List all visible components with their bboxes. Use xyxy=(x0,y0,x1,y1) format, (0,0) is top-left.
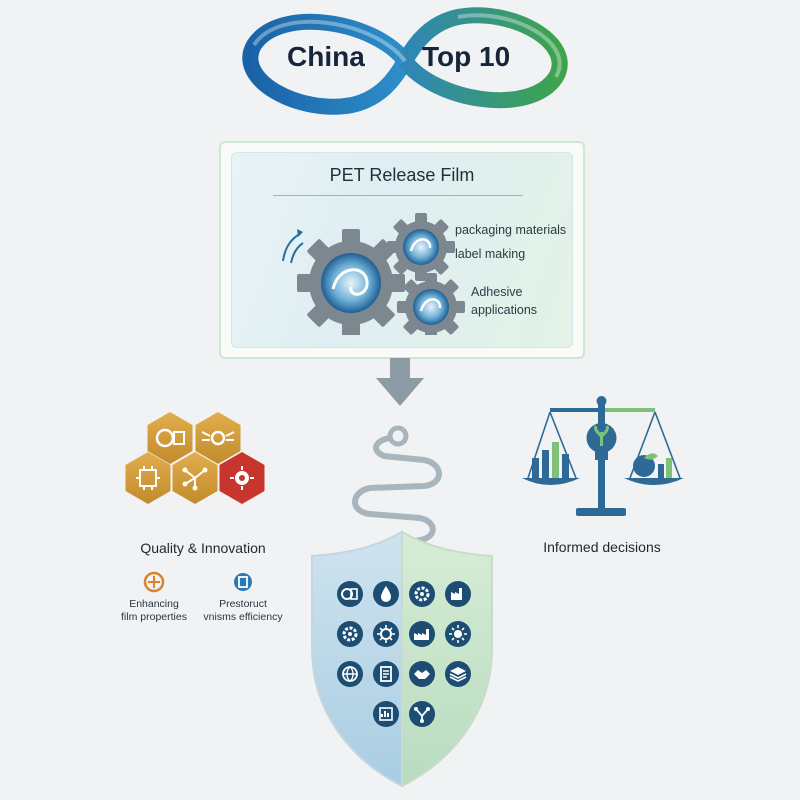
droplet-icon xyxy=(372,580,400,613)
sub-item-1-line1: Enhancing xyxy=(129,598,179,610)
layers-icon xyxy=(444,660,472,693)
circuit-icon xyxy=(125,452,171,504)
chart-icon xyxy=(372,700,400,733)
panel-title: PET Release Film xyxy=(329,165,475,185)
logo: China Top 10 xyxy=(240,5,570,117)
infinity-logo-icon xyxy=(242,7,568,115)
down-arrow-icon xyxy=(376,358,424,406)
globe-icon xyxy=(336,660,364,693)
hexagon-cluster xyxy=(125,412,265,504)
factory-icon xyxy=(444,580,472,613)
panel-item-label: label making xyxy=(455,247,526,261)
flow-line-icon xyxy=(352,425,442,560)
winged-gear-icon xyxy=(195,412,241,464)
gear-icon xyxy=(336,620,364,653)
quality-innovation-title: Quality & Innovation xyxy=(140,540,266,556)
factory-icon xyxy=(408,620,436,653)
document-icon xyxy=(372,660,400,693)
balance-scale-icon xyxy=(522,396,684,516)
sun-gear-icon xyxy=(372,620,400,653)
panel-item-adhesive: Adhesive xyxy=(471,285,523,299)
virus-icon xyxy=(219,452,265,504)
film-roll-icon xyxy=(336,580,364,613)
handshake-icon xyxy=(408,660,436,693)
logo-left-word: China xyxy=(287,41,365,72)
gear-icon xyxy=(408,580,436,613)
gear-badge-icon xyxy=(143,571,165,593)
process-icon xyxy=(234,573,252,591)
product-panel: PET Release Film xyxy=(219,141,585,359)
network-icon xyxy=(408,700,436,733)
sun-icon xyxy=(444,620,472,653)
network-icon xyxy=(172,452,218,504)
logo-right-word: Top 10 xyxy=(422,41,511,72)
panel-item-applications: applications xyxy=(471,303,538,317)
sub-item-1-line2: film properties xyxy=(121,611,187,623)
sub-item-2-line2: vnisms efficiency xyxy=(203,611,283,623)
panel-item-packaging: packaging materials xyxy=(455,223,567,237)
gears-icon xyxy=(282,213,465,335)
shield-icon-grid xyxy=(336,580,476,730)
film-roll-icon xyxy=(147,412,193,464)
panel-divider xyxy=(273,195,523,196)
informed-decisions-title: Informed decisions xyxy=(543,539,661,555)
sub-item-2-line1: Prestoruct xyxy=(219,598,267,610)
